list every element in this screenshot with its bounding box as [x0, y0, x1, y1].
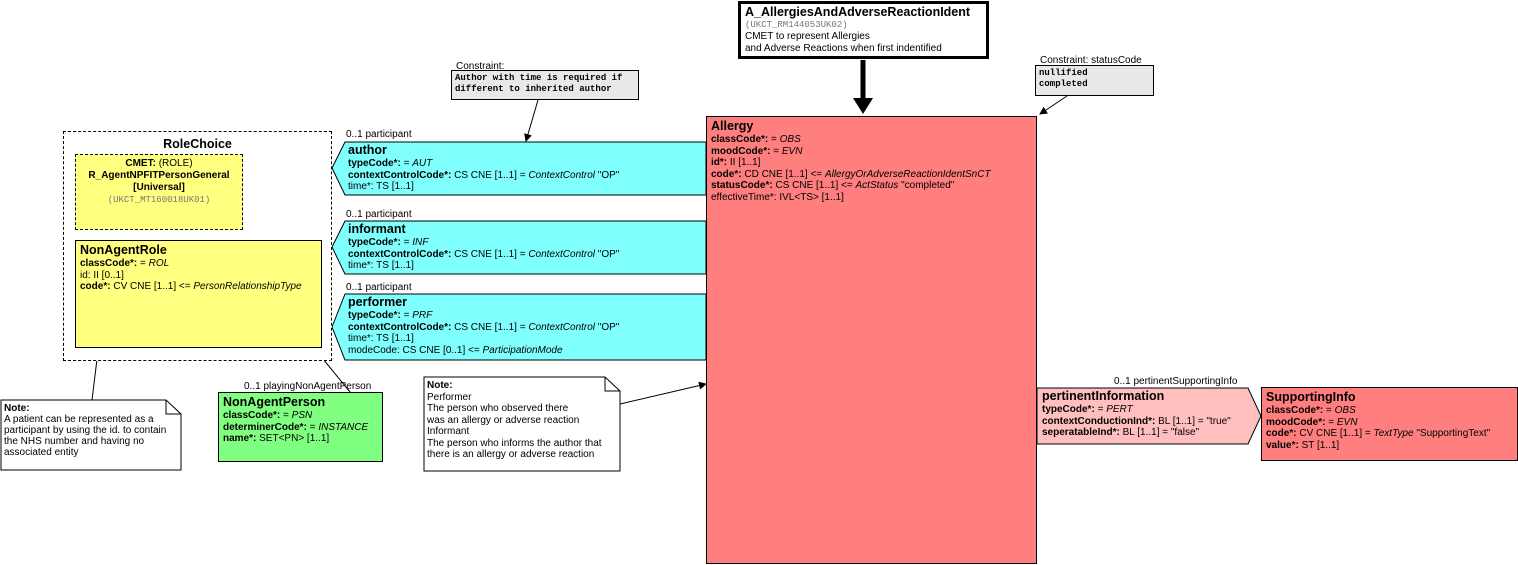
note-performer-line-5: The person who informs the author that	[427, 437, 602, 449]
non-agent-role-attr-1: id: II [0..1]	[80, 269, 124, 281]
pertinent-information-attr-1: contextConductionInd*: BL [1..1] = "true…	[1042, 415, 1231, 427]
cmet-person-box[interactable]: CMET: (ROLE) R_AgentNPFITPersonGeneral […	[75, 154, 243, 230]
non-agent-person-attr-0: classCode*: = PSN	[223, 410, 313, 421]
supporting-info-box[interactable]: SupportingInfo classCode*: = OBS moodCod…	[1261, 387, 1518, 461]
allergy-attr-5: effectiveTime*: IVL<TS> [1..1]	[711, 191, 844, 203]
informant-participation[interactable]: informant typeCode*: = INF contextContro…	[348, 222, 704, 272]
cmet-line-3: [Universal]	[133, 182, 185, 193]
supporting-info-title: SupportingInfo	[1266, 390, 1356, 404]
non-agent-person-attr-2: name*: SET<PN> [1..1]	[223, 433, 330, 444]
performer-participation[interactable]: performer typeCode*: = PRF contextContro…	[348, 295, 704, 356]
role-choice-title: RoleChoice	[163, 137, 232, 151]
constraint-status-pointer	[1039, 95, 1068, 115]
pertinent-information[interactable]: pertinentInformation typeCode*: = PERT c…	[1042, 389, 1252, 439]
informant-participant-label: 0..1 participant	[346, 209, 412, 220]
note-performer-line-4: Informant	[427, 426, 470, 437]
pertinent-supporting-info-label: 0..1 pertinentSupportingInfo	[1114, 376, 1238, 387]
cmet-id: (UKCT_MT160018UK01)	[107, 195, 211, 205]
allergy-attr-4: statusCode*: CS CNE [1..1] <= ActStatus …	[711, 180, 955, 191]
performer-participation-shape	[331, 293, 707, 361]
constraint-status-line-2: completed	[1039, 79, 1088, 89]
informant-attr-0: typeCode*: = INF	[348, 237, 429, 248]
author-participation[interactable]: author typeCode*: = AUT contextControlCo…	[348, 143, 704, 193]
pertinent-information-attr-2: seperatableInd*: BL [1..1] = "false"	[1042, 427, 1200, 438]
constraint-author-pointer	[524, 99, 539, 142]
constraint-author-box: Author with time is required if differen…	[451, 70, 639, 100]
allergy-attr-2: id*: II [1..1]	[711, 157, 761, 168]
constraint-status-box: nullified completed	[1035, 65, 1154, 96]
performer-participant-label: 0..1 participant	[346, 282, 412, 293]
performer-attr-3: modeCode: CS CNE [0..1] <= Participation…	[348, 344, 563, 356]
constraint-author-line-1: Author with time is required if	[455, 73, 623, 83]
note-patient-line-1: A patient can be represented as a	[4, 414, 154, 425]
constraint-author-line-2: different to inherited author	[455, 84, 612, 94]
non-agent-role-attr-0: classCode*: = ROL	[80, 258, 170, 269]
entry-point-box[interactable]: A_AllergiesAndAdverseReactionIdent (UKCT…	[738, 1, 989, 59]
performer-attr-2: time*: TS [1..1]	[348, 333, 414, 344]
non-agent-role-box[interactable]: NonAgentRole classCode*: = ROL id: II [0…	[75, 240, 322, 348]
constraint-status-line-1: nullified	[1039, 68, 1088, 78]
note-performer-line-1: Performer	[427, 391, 472, 403]
note-performer-line-6: there is an allergy or adverse reaction	[427, 449, 595, 460]
note-patient-shape	[0, 399, 182, 471]
note-patient-line-2: participant by using the id. to contain	[4, 425, 167, 436]
note-performer-line-2: The person who observed there	[427, 403, 569, 414]
author-attr-1: contextControlCode*: CS CNE [1..1] = Con…	[348, 169, 620, 181]
entry-point-line-2: and Adverse Reactions when first indenti…	[745, 43, 942, 54]
allergy-attr-1: moodCode*: = EVN	[711, 145, 803, 157]
performer-attr-0: typeCode*: = PRF	[348, 310, 433, 321]
note-performer: Note: Performer The person who observed …	[427, 380, 617, 461]
author-participant-label: 0..1 participant	[346, 129, 412, 140]
pertinent-information-title: pertinentInformation	[1042, 389, 1165, 403]
pertinent-information-shape	[1036, 387, 1262, 445]
supporting-info-attr-1: moodCode*: = EVN	[1266, 416, 1358, 428]
constraint-status-label: Constraint: statusCode	[1040, 55, 1142, 66]
note-patient-line-4: associated entity	[4, 447, 79, 458]
entry-point-id: (UKCT_RM144053UK02)	[745, 20, 848, 30]
supporting-info-attr-3: value*: ST [1..1]	[1266, 439, 1340, 451]
performer-title: performer	[348, 295, 408, 309]
note-patient-heading: Note:	[4, 403, 30, 414]
author-title: author	[348, 143, 387, 157]
constraint-author-label: Constraint:	[456, 61, 505, 72]
note-performer-shape	[423, 376, 621, 472]
pertinent-information-attr-0: typeCode*: = PERT	[1042, 404, 1133, 415]
performer-attr-1: contextControlCode*: CS CNE [1..1] = Con…	[348, 321, 620, 333]
non-agent-person-box[interactable]: NonAgentPerson classCode*: = PSN determi…	[218, 392, 383, 462]
playing-non-agent-person-label: 0..1 playingNonAgentPerson	[244, 381, 372, 392]
author-attr-0: typeCode*: = AUT	[348, 158, 433, 169]
note-performer-line-3: was an allergy or adverse reaction	[427, 414, 580, 426]
allergy-attr-0: classCode*: = OBS	[711, 134, 801, 145]
non-agent-person-title: NonAgentPerson	[223, 395, 326, 409]
entry-point-title: A_AllergiesAndAdverseReactionIdent	[745, 5, 971, 19]
author-attr-2: time*: TS [1..1]	[348, 181, 414, 192]
informant-title: informant	[348, 222, 406, 236]
non-agent-role-attr-2: code*: CV CNE [1..1] <= PersonRelationsh…	[80, 281, 302, 292]
entry-point-arrowhead	[853, 98, 873, 114]
cmet-line-2: R_AgentNPFITPersonGeneral	[88, 170, 230, 181]
allergy-class-box[interactable]: Allergy classCode*: = OBS moodCode*: = E…	[706, 116, 1037, 564]
informant-attr-1: contextControlCode*: CS CNE [1..1] = Con…	[348, 248, 620, 260]
note-patient: Note: A patient can be represented as a …	[4, 403, 180, 458]
informant-attr-2: time*: TS [1..1]	[348, 260, 414, 271]
informant-participation-shape	[331, 220, 707, 275]
allergy-attr-3: code*: CD CNE [1..1] <= AllergyOrAdverse…	[711, 168, 991, 180]
non-agent-role-title: NonAgentRole	[80, 243, 167, 257]
non-agent-person-attr-1: determinerCode*: = INSTANCE	[223, 421, 369, 433]
author-participation-shape	[331, 141, 707, 196]
note-performer-heading: Note:	[427, 380, 453, 391]
supporting-info-attr-2: code*: CV CNE [1..1] = TextType "Support…	[1266, 428, 1491, 439]
supporting-info-attr-0: classCode*: = OBS	[1266, 405, 1356, 416]
note-patient-line-3: the NHS number and having no	[4, 436, 145, 447]
allergy-title: Allergy	[711, 119, 754, 133]
note-performer-pointer	[619, 381, 707, 405]
cmet-line-1: CMET: (ROLE)	[125, 158, 193, 169]
entry-point-line-1: CMET to represent Allergies	[745, 31, 870, 42]
